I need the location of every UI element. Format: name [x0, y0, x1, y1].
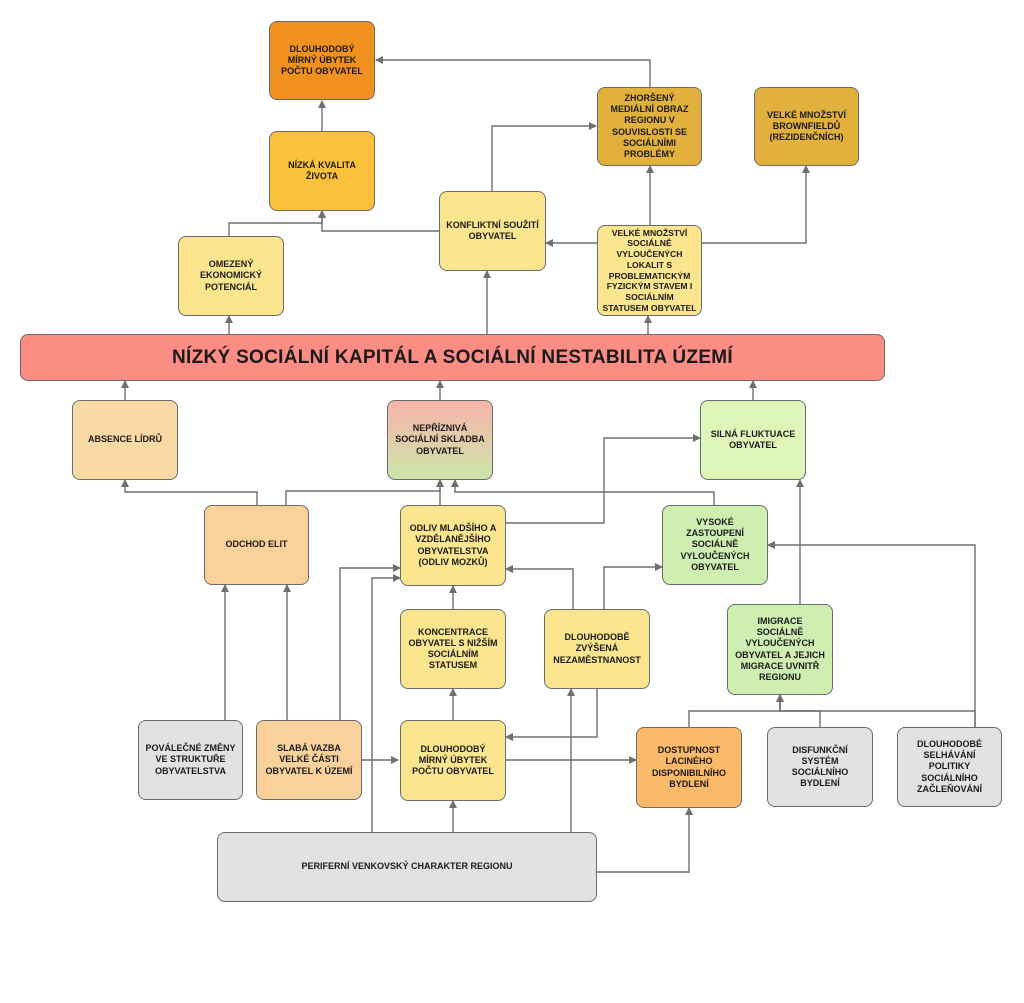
arrow-periferni-to-odliv	[371, 574, 401, 832]
node-slaba-vazba: SLABÁ VAZBA VELKÉ ČÁSTI OBYVATEL K ÚZEMÍ	[256, 720, 362, 800]
arrow-slaba-to-odliv	[339, 564, 401, 720]
arrow-velke-to-brownfieldy	[702, 165, 810, 244]
node-dlouhodoby-ubytek-top: DLOUHODOBÝ MÍRNÝ ÚBYTEK POČTU OBYVATEL	[269, 21, 375, 100]
node-brownfieldy: VELKÉ MNOŽSTVÍ BROWNFIELDŮ (REZIDENČNÍCH…	[754, 87, 859, 166]
arrow-konfliktni-to-zhorseny	[491, 122, 597, 191]
node-absence-lidru: ABSENCE LÍDRŮ	[72, 400, 178, 480]
node-selhavani-politiky: DLOUHODOBÉ SELHÁVÁNÍ POLITIKY SOCIÁLNÍHO…	[897, 727, 1002, 807]
arrow-nezamestnanost-to-dmu-bottom	[505, 689, 598, 741]
arrow-nezamestnanost-to-odliv	[505, 565, 574, 609]
node-povalecne-zmeny: POVÁLEČNÉ ZMĚNY VE STRUKTUŘE OBYVATELSTV…	[138, 720, 243, 800]
node-vysoke-zastoupeni: VYSOKÉ ZASTOUPENÍ SOCIÁLNĚ VYLOUČENÝCH O…	[662, 505, 768, 585]
main-problem-bar: NÍZKÝ SOCIÁLNÍ KAPITÁL A SOCIÁLNÍ NESTAB…	[20, 334, 885, 381]
arrow-omezeny-to-nizka-kvalita	[228, 210, 326, 236]
arrow-odchod-to-absence	[121, 479, 258, 505]
node-dostupnost-bydleni: DOSTUPNOST LACINÉHO DISPONIBILNÍHO BYDLE…	[636, 727, 742, 808]
node-omezeny-ekonomicky-potencial: OMEZENÝ EKONOMICKÝ POTENCIÁL	[178, 236, 284, 316]
arrow-nezamestnanost-to-zastoupeni	[603, 563, 663, 609]
node-odchod-elit: ODCHOD ELIT	[204, 505, 309, 585]
node-periferni-charakter: PERIFERNÍ VENKOVSKÝ CHARAKTER REGIONU	[217, 832, 597, 902]
node-zhorseny-medialni-obraz: ZHORŠENÝ MEDIÁLNÍ OBRAZ REGIONU V SOUVIS…	[597, 87, 702, 166]
arrow-selhavani-to-imigrace	[776, 694, 976, 727]
node-silna-fluktuace: SILNÁ FLUKTUACE OBYVATEL	[700, 400, 806, 480]
arrow-zastoupeni-to-nepriznivá	[451, 479, 715, 505]
node-imigrace: IMIGRACE SOCIÁLNĚ VYLOUČENÝCH OBYVATEL A…	[727, 604, 833, 695]
node-nepriznivá-skladba: NEPŘÍZNIVÁ SOCIÁLNÍ SKLADBA OBYVATEL	[387, 400, 493, 480]
node-koncentrace-obyvatel: KONCENTRACE OBYVATEL S NIŽŠÍM SOCIÁLNÍM …	[400, 609, 506, 689]
arrow-konfliktni-to-nizka-kvalita	[318, 210, 439, 232]
node-disfunkcni-system: DISFUNKČNÍ SYSTÉM SOCIÁLNÍHO BYDLENÍ	[767, 727, 873, 807]
arrow-periferni-to-dostupnost	[597, 807, 693, 873]
arrow-selhavani-to-zastoupeni	[767, 541, 976, 726]
node-dlouhodoby-ubytek-bottom: DLOUHODOBÝ MÍRNÝ ÚBYTEK POČTU OBYVATEL	[400, 720, 506, 801]
arrow-odchod-to-nepriznivá	[285, 479, 444, 505]
node-dlouhodobe-nezamestnanost: DLOUHODOBĚ ZVÝŠENÁ NEZAMĚSTNANOST	[544, 609, 650, 689]
node-nizka-kvalita-zivota: NÍZKÁ KVALITA ŽIVOTA	[269, 131, 375, 211]
arrow-zhorseny-to-dmu-top	[375, 56, 651, 87]
arrow-odliv-to-fluktuace	[506, 434, 701, 524]
node-velke-mnozstvi-lokalit: VELKÉ MNOŽSTVÍ SOCIÁLNĚ VYLOUČENÝCH LOKA…	[597, 225, 702, 316]
node-konfliktni-souziti: KONFLIKTNÍ SOUŽITÍ OBYVATEL	[439, 191, 546, 271]
node-odliv-mozku: ODLIV MLADŠÍHO A VZDĚLANĚJŠÍHO OBYVATELS…	[400, 505, 506, 586]
arrow-dostupnost-to-imigrace	[688, 694, 784, 727]
